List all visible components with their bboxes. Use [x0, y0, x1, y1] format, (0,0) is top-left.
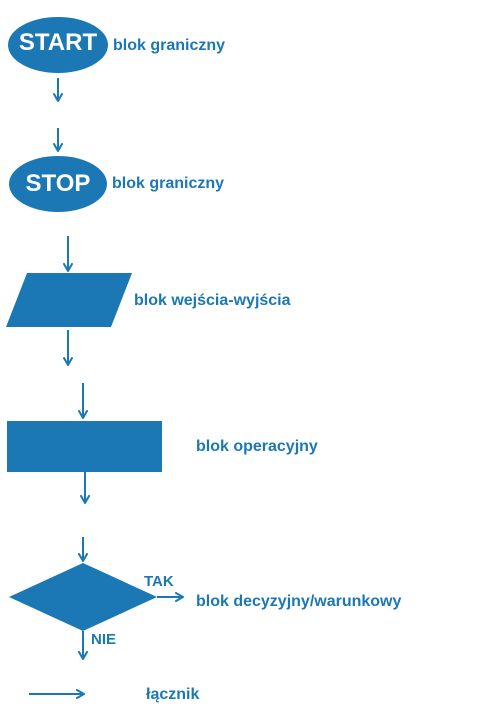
io-block-label: blok wejścia-wyjścia: [134, 292, 291, 309]
io-parallelogram-shape: [6, 273, 132, 327]
stop-block-label: blok graniczny: [112, 175, 225, 192]
decision-yes-label: TAK: [144, 573, 174, 590]
connector-label: łącznik: [146, 686, 200, 703]
stop-text: STOP: [25, 170, 91, 197]
decision-diamond-shape: [9, 563, 157, 631]
decision-no-label: NIE: [91, 631, 117, 648]
process-rectangle-shape: [7, 421, 162, 472]
stop-terminal-shape: [9, 156, 107, 212]
process-block-label: blok operacyjny: [196, 438, 318, 455]
start-terminal-shape: [8, 17, 108, 73]
start-text: START: [18, 29, 98, 56]
decision-block-label: blok decyzyjny/warunkowy: [196, 593, 402, 610]
start-block-label: blok graniczny: [113, 37, 226, 54]
